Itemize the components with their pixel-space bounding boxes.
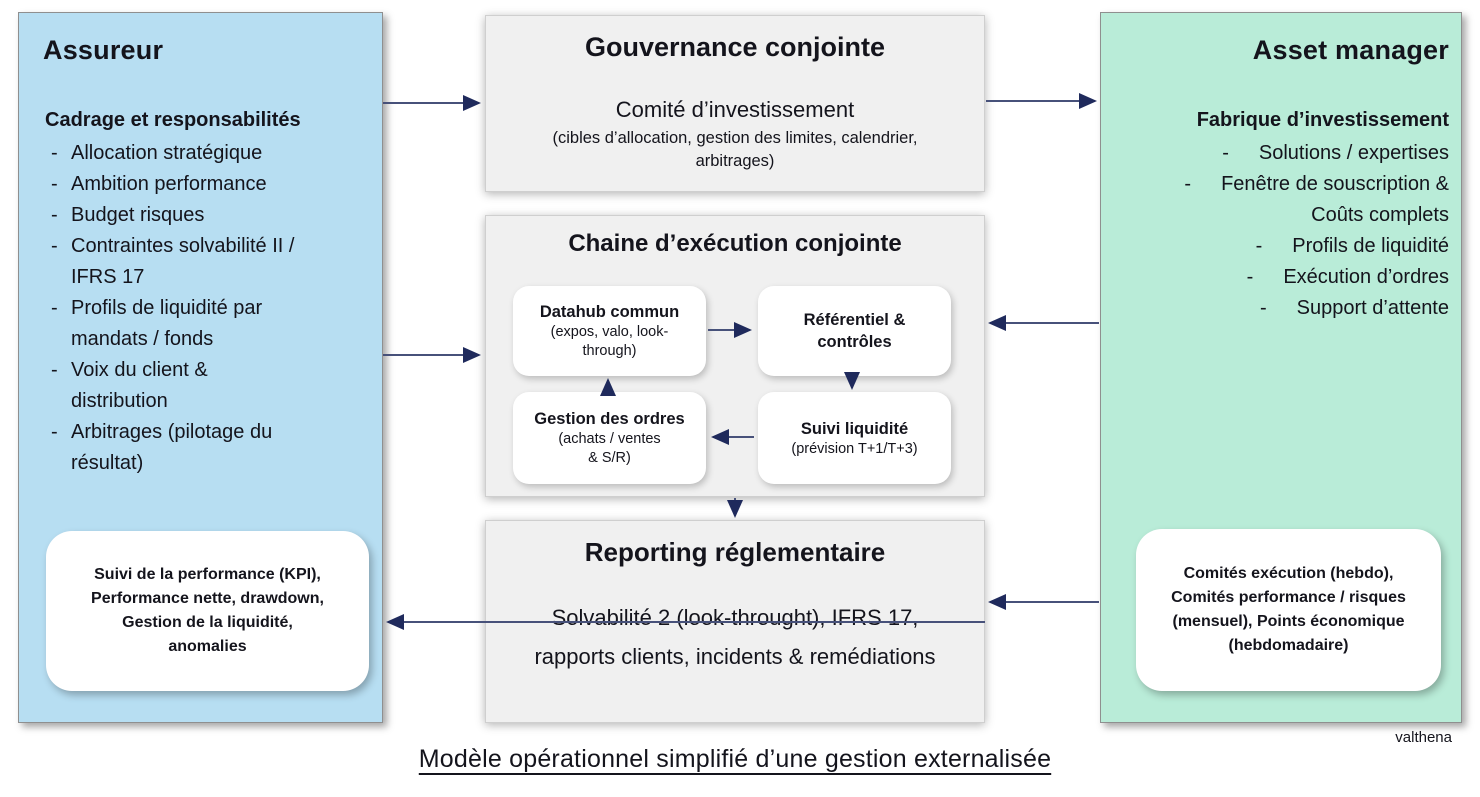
insurer-kpi-card-text: Suivi de la performance (KPI), Performan… bbox=[91, 566, 324, 655]
list-item: - Profils de liquidité bbox=[1113, 231, 1449, 262]
asset-manager-subtitle: Fabrique d’investissement bbox=[1196, 109, 1449, 131]
list-item-label: Fenêtre de souscription & Coûts complets bbox=[1221, 173, 1449, 226]
insurer-kpi-card: Suivi de la performance (KPI), Performan… bbox=[46, 531, 369, 691]
list-item-label: Voix du client & distribution bbox=[71, 359, 208, 412]
list-item-label: Exécution d’ordres bbox=[1283, 266, 1449, 288]
list-item-label: Profils de liquidité par mandats / fonds bbox=[71, 297, 263, 350]
diagram-caption-text: Modèle opérationnel simplifié d’une gest… bbox=[418, 745, 1052, 773]
referentiel-node: Référentiel & contrôles bbox=[758, 286, 951, 376]
orders-title: Gestion des ordres bbox=[534, 410, 685, 428]
datahub-note: (expos, valo, look- through) bbox=[550, 324, 669, 359]
list-item-label: Ambition performance bbox=[71, 173, 267, 195]
watermark: valthena bbox=[1395, 729, 1452, 746]
insurer-subtitle: Cadrage et responsabilités bbox=[45, 109, 301, 131]
insurer-panel: Assureur Cadrage et responsabilités -All… bbox=[18, 12, 383, 723]
list-item: -Ambition performance bbox=[33, 169, 368, 200]
asset-manager-panel: Asset manager Fabrique d’investissement … bbox=[1100, 12, 1462, 723]
diagram-caption: Modèle opérationnel simplifié d’une gest… bbox=[0, 745, 1480, 774]
dash-bullet: - bbox=[51, 421, 58, 443]
execution-box: Chaine d’exécution conjointe Datahub com… bbox=[485, 215, 985, 497]
dash-bullet: - bbox=[1246, 266, 1254, 288]
governance-body: Comité d’investissement bbox=[615, 97, 855, 122]
list-item: - Exécution d’ordres bbox=[1113, 262, 1449, 293]
list-item-label: Profils de liquidité bbox=[1292, 235, 1449, 257]
referentiel-title: Référentiel & contrôles bbox=[803, 311, 906, 351]
governance-box: Gouvernance conjointe Comité d’investiss… bbox=[485, 15, 985, 192]
list-item: -Allocation stratégique bbox=[33, 138, 368, 169]
list-item-label: Budget risques bbox=[71, 204, 205, 226]
dash-bullet: - bbox=[1184, 173, 1192, 195]
list-item-label: Arbitrages (pilotage du résultat) bbox=[71, 421, 273, 474]
list-item: - Solutions / expertises bbox=[1113, 138, 1449, 169]
reporting-body: Solvabilité 2 (look-throught), IFRS 17, … bbox=[534, 605, 936, 669]
asset-manager-title: Asset manager bbox=[1252, 35, 1449, 65]
governance-note: (cibles d’allocation, gestion des limite… bbox=[552, 129, 918, 170]
dash-bullet: - bbox=[1259, 297, 1267, 319]
dash-bullet: - bbox=[51, 173, 58, 195]
reporting-title: Reporting réglementaire bbox=[584, 537, 886, 567]
insurer-title: Assureur bbox=[43, 35, 164, 65]
dash-bullet: - bbox=[51, 235, 58, 257]
list-item: -Arbitrages (pilotage du résultat) bbox=[33, 417, 368, 479]
list-item: -Budget risques bbox=[33, 200, 368, 231]
datahub-title: Datahub commun bbox=[539, 303, 680, 321]
list-item: -Voix du client & distribution bbox=[33, 355, 368, 417]
list-item-label: Solutions / expertises bbox=[1258, 142, 1449, 164]
list-item-label: Contraintes solvabilité II / IFRS 17 bbox=[71, 235, 295, 288]
dash-bullet: - bbox=[51, 359, 58, 381]
dash-bullet: - bbox=[51, 204, 58, 226]
dash-bullet: - bbox=[51, 297, 58, 319]
orders-note: (achats / ventes & S/R) bbox=[558, 431, 661, 466]
execution-title: Chaine d’exécution conjointe bbox=[568, 230, 902, 257]
list-item: -Contraintes solvabilité II / IFRS 17 bbox=[33, 231, 368, 293]
list-item: - Fenêtre de souscription & Coûts complet… bbox=[1113, 169, 1449, 231]
asset-manager-list: - Solutions / expertises - Fenêtre de sous… bbox=[1113, 138, 1449, 324]
datahub-node: Datahub commun (expos, valo, look- throu… bbox=[513, 286, 706, 376]
list-item-label: Support d’attente bbox=[1296, 297, 1449, 319]
asset-manager-committees-card: Comités exécution (hebdo), Comités perfo… bbox=[1136, 529, 1441, 691]
liquidity-node: Suivi liquidité (prévision T+1/T+3) bbox=[758, 392, 951, 484]
liquidity-note: (prévision T+1/T+3) bbox=[791, 440, 918, 457]
dash-bullet: - bbox=[1222, 142, 1229, 164]
dash-bullet: - bbox=[1255, 235, 1263, 257]
governance-title: Gouvernance conjointe bbox=[584, 32, 886, 62]
liquidity-title: Suivi liquidité bbox=[800, 419, 909, 438]
list-item: - Support d’attente bbox=[1113, 293, 1449, 324]
asset-manager-committees-card-text: Comités exécution (hebdo), Comités perfo… bbox=[1171, 565, 1406, 654]
reporting-box: Reporting réglementaire Solvabilité 2 (l… bbox=[485, 520, 985, 723]
insurer-list: -Allocation stratégique -Ambition perfor… bbox=[33, 138, 368, 479]
list-item-label: Allocation stratégique bbox=[71, 142, 263, 164]
dash-bullet: - bbox=[51, 142, 58, 164]
orders-node: Gestion des ordres (achats / ventes & S/… bbox=[513, 392, 706, 484]
list-item: -Profils de liquidité par mandats / fond… bbox=[33, 293, 368, 355]
